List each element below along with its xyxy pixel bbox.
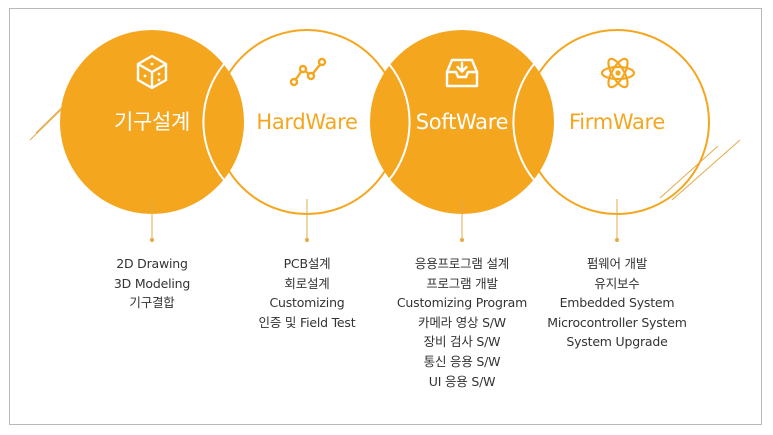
list-item: System Upgrade: [566, 334, 668, 350]
list-item: 응용프로그램 설계: [414, 256, 510, 271]
circle-mechanical: [60, 30, 244, 214]
title-software: SoftWare: [415, 110, 509, 134]
list-item: 2D Drawing: [116, 256, 188, 271]
list-item: 통신 응용 S/W: [423, 353, 501, 369]
list-item: Microcontroller System: [547, 314, 687, 330]
list-item: 카메라 영상 S/W: [418, 314, 506, 330]
title-mechanical: 기구설계: [113, 110, 191, 134]
list-mechanical: 2D Drawing 3D Modeling 기구결합: [67, 254, 237, 313]
list-item: 3D Modeling: [113, 275, 191, 291]
list-item: Embedded System: [559, 295, 675, 311]
line-graph-icon: [288, 56, 328, 96]
list-item: 회로설계: [284, 275, 330, 291]
list-item: UI 응용 S/W: [428, 373, 496, 389]
circle-software: [370, 30, 554, 214]
list-item: 프로그램 개발: [426, 275, 498, 291]
list-item: 유지보수: [594, 275, 640, 291]
list-item: 기구결합: [129, 295, 175, 311]
list-firmware: 펌웨어 개발 유지보수 Embedded System Microcontrol…: [532, 254, 702, 352]
atom-icon: [598, 54, 638, 94]
connector-dot-hardware: [304, 237, 310, 243]
connector-dot-software: [459, 237, 465, 243]
circle-hardware-overlap-right: [388, 63, 411, 181]
connectors: [149, 199, 620, 243]
list-item: 장비 검사 S/W: [423, 334, 501, 350]
list-item: Customizing Program: [396, 295, 528, 311]
list-item: 펌웨어 개발: [586, 256, 648, 271]
deco-line-right-2: [659, 145, 719, 199]
connector-dot-mechanical: [149, 237, 155, 243]
download-tray-icon: [442, 54, 482, 94]
deco-line-right-1: [671, 139, 741, 201]
title-hardware: HardWare: [256, 110, 358, 134]
title-firmware: FirmWare: [568, 110, 666, 134]
list-item: 인증 및 Field Test: [258, 314, 356, 330]
diagram-frame: [9, 8, 762, 425]
circle-firmware-overlap-left: [512, 63, 535, 181]
list-item: PCB설계: [283, 256, 331, 271]
circle-hardware-overlap-left: [202, 63, 225, 181]
connector-dot-firmware: [614, 237, 620, 243]
list-software: 응용프로그램 설계 프로그램 개발 Customizing Program 카메…: [377, 254, 547, 391]
cube-icon: [132, 52, 172, 92]
list-hardware: PCB설계 회로설계 Customizing 인증 및 Field Test: [222, 254, 392, 332]
list-item: Customizing: [269, 295, 345, 311]
